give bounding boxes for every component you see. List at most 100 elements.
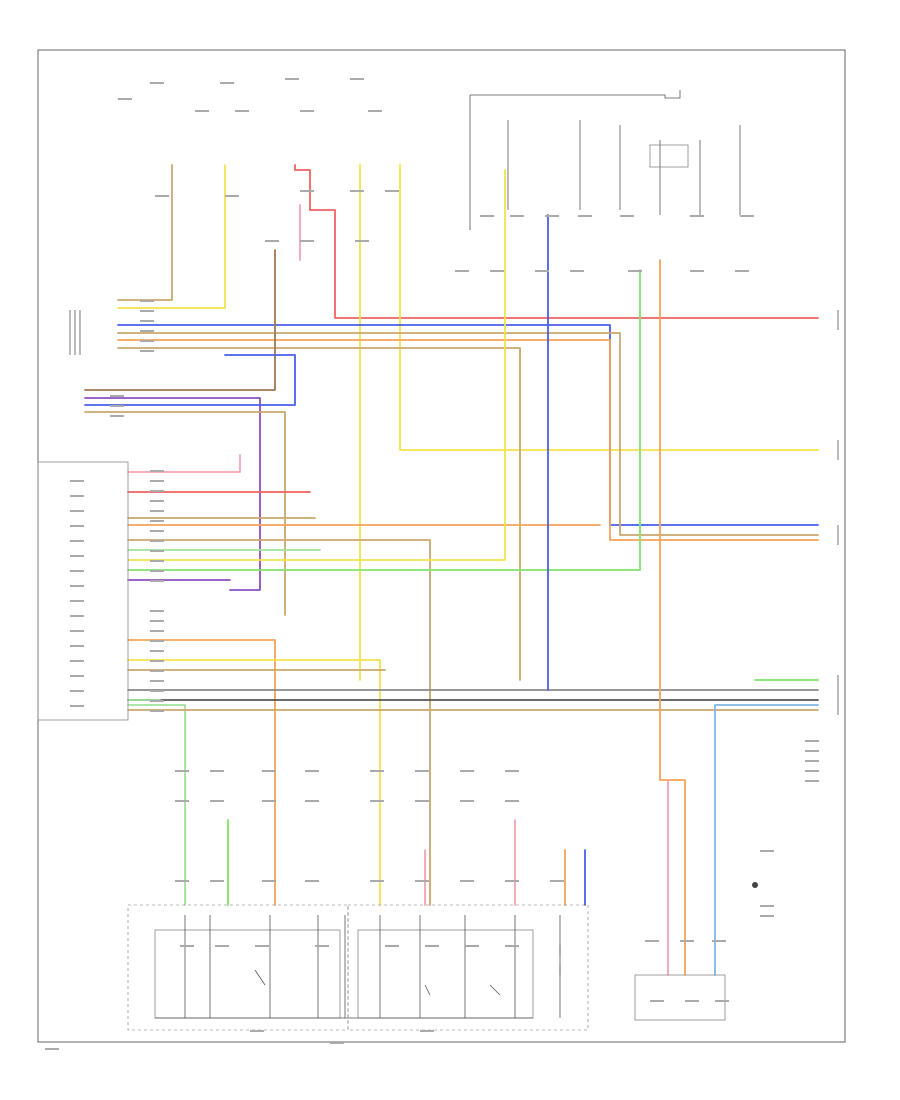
label-mark bbox=[305, 770, 319, 772]
switch-bus bbox=[155, 915, 561, 1019]
label-mark bbox=[300, 110, 314, 112]
diagram-frame bbox=[37, 49, 846, 1043]
label-mark bbox=[740, 215, 754, 217]
wire-yellow bbox=[399, 164, 819, 451]
components bbox=[37, 90, 839, 1031]
label-mark bbox=[545, 215, 559, 217]
label-mark bbox=[805, 780, 819, 782]
label-mark bbox=[70, 705, 84, 707]
label-marks bbox=[45, 78, 819, 1050]
label-mark bbox=[220, 82, 234, 84]
label-mark bbox=[460, 800, 474, 802]
label-mark bbox=[150, 640, 164, 642]
label-mark bbox=[140, 310, 154, 312]
label-mark bbox=[110, 395, 124, 397]
label-mark bbox=[715, 1000, 729, 1002]
wire-blue bbox=[84, 354, 296, 406]
wire-purple bbox=[84, 397, 261, 591]
label-mark bbox=[70, 600, 84, 602]
relay-box bbox=[649, 144, 689, 168]
label-mark bbox=[805, 740, 819, 742]
label-mark bbox=[235, 110, 249, 112]
label-mark bbox=[140, 320, 154, 322]
label-mark bbox=[385, 945, 399, 947]
label-mark bbox=[760, 850, 774, 852]
wire-brown bbox=[84, 249, 276, 391]
label-mark bbox=[455, 270, 469, 272]
wire-yellow bbox=[117, 164, 226, 309]
label-mark bbox=[210, 880, 224, 882]
label-mark bbox=[480, 215, 494, 217]
label-mark bbox=[315, 945, 329, 947]
label-mark bbox=[140, 330, 154, 332]
label-mark bbox=[355, 240, 369, 242]
control-module-box bbox=[37, 461, 129, 721]
label-mark bbox=[262, 770, 276, 772]
label-mark bbox=[150, 540, 164, 542]
switch-contact-1 bbox=[254, 945, 561, 996]
label-mark bbox=[415, 880, 429, 882]
label-mark bbox=[285, 78, 299, 80]
label-mark bbox=[140, 340, 154, 342]
label-mark bbox=[680, 940, 694, 942]
label-mark bbox=[505, 880, 519, 882]
wire-red bbox=[294, 164, 819, 319]
label-mark bbox=[140, 350, 154, 352]
label-mark bbox=[645, 940, 659, 942]
label-mark bbox=[175, 880, 189, 882]
label-mark bbox=[805, 760, 819, 762]
label-mark bbox=[262, 800, 276, 802]
label-mark bbox=[250, 1030, 264, 1032]
wire-orange bbox=[127, 639, 276, 906]
label-mark bbox=[110, 405, 124, 407]
label-mark bbox=[650, 1000, 664, 1002]
label-mark bbox=[70, 615, 84, 617]
label-mark bbox=[570, 270, 584, 272]
label-mark bbox=[628, 270, 642, 272]
label-mark bbox=[70, 540, 84, 542]
label-mark bbox=[305, 880, 319, 882]
label-mark bbox=[150, 530, 164, 532]
label-mark bbox=[255, 945, 269, 947]
label-mark bbox=[150, 650, 164, 652]
wire-tan bbox=[117, 332, 819, 536]
label-mark bbox=[150, 620, 164, 622]
wire-pink bbox=[127, 454, 241, 473]
label-mark bbox=[620, 215, 634, 217]
label-mark bbox=[760, 905, 774, 907]
label-mark bbox=[460, 880, 474, 882]
left-switch-inner bbox=[154, 929, 341, 1019]
label-mark bbox=[262, 880, 276, 882]
wire-tan bbox=[127, 539, 431, 906]
label-mark bbox=[330, 1042, 344, 1044]
wire-lightblue bbox=[714, 704, 819, 976]
label-mark bbox=[70, 525, 84, 527]
label-mark bbox=[150, 510, 164, 512]
label-mark bbox=[155, 195, 169, 197]
label-mark bbox=[685, 1000, 699, 1002]
label-mark bbox=[805, 770, 819, 772]
label-mark bbox=[415, 800, 429, 802]
label-mark bbox=[175, 770, 189, 772]
label-mark bbox=[180, 945, 194, 947]
label-mark bbox=[150, 500, 164, 502]
label-mark bbox=[118, 98, 132, 100]
label-mark bbox=[150, 670, 164, 672]
label-mark bbox=[535, 270, 549, 272]
label-mark bbox=[45, 1048, 59, 1050]
label-mark bbox=[150, 520, 164, 522]
label-mark bbox=[70, 675, 84, 677]
wire-orange bbox=[659, 259, 686, 976]
label-mark bbox=[300, 240, 314, 242]
label-mark bbox=[150, 660, 164, 662]
label-mark bbox=[150, 470, 164, 472]
label-mark bbox=[150, 630, 164, 632]
label-mark bbox=[510, 215, 524, 217]
label-mark bbox=[370, 770, 384, 772]
label-mark bbox=[150, 550, 164, 552]
label-mark bbox=[150, 690, 164, 692]
label-mark bbox=[578, 215, 592, 217]
label-mark bbox=[150, 580, 164, 582]
label-mark bbox=[110, 415, 124, 417]
